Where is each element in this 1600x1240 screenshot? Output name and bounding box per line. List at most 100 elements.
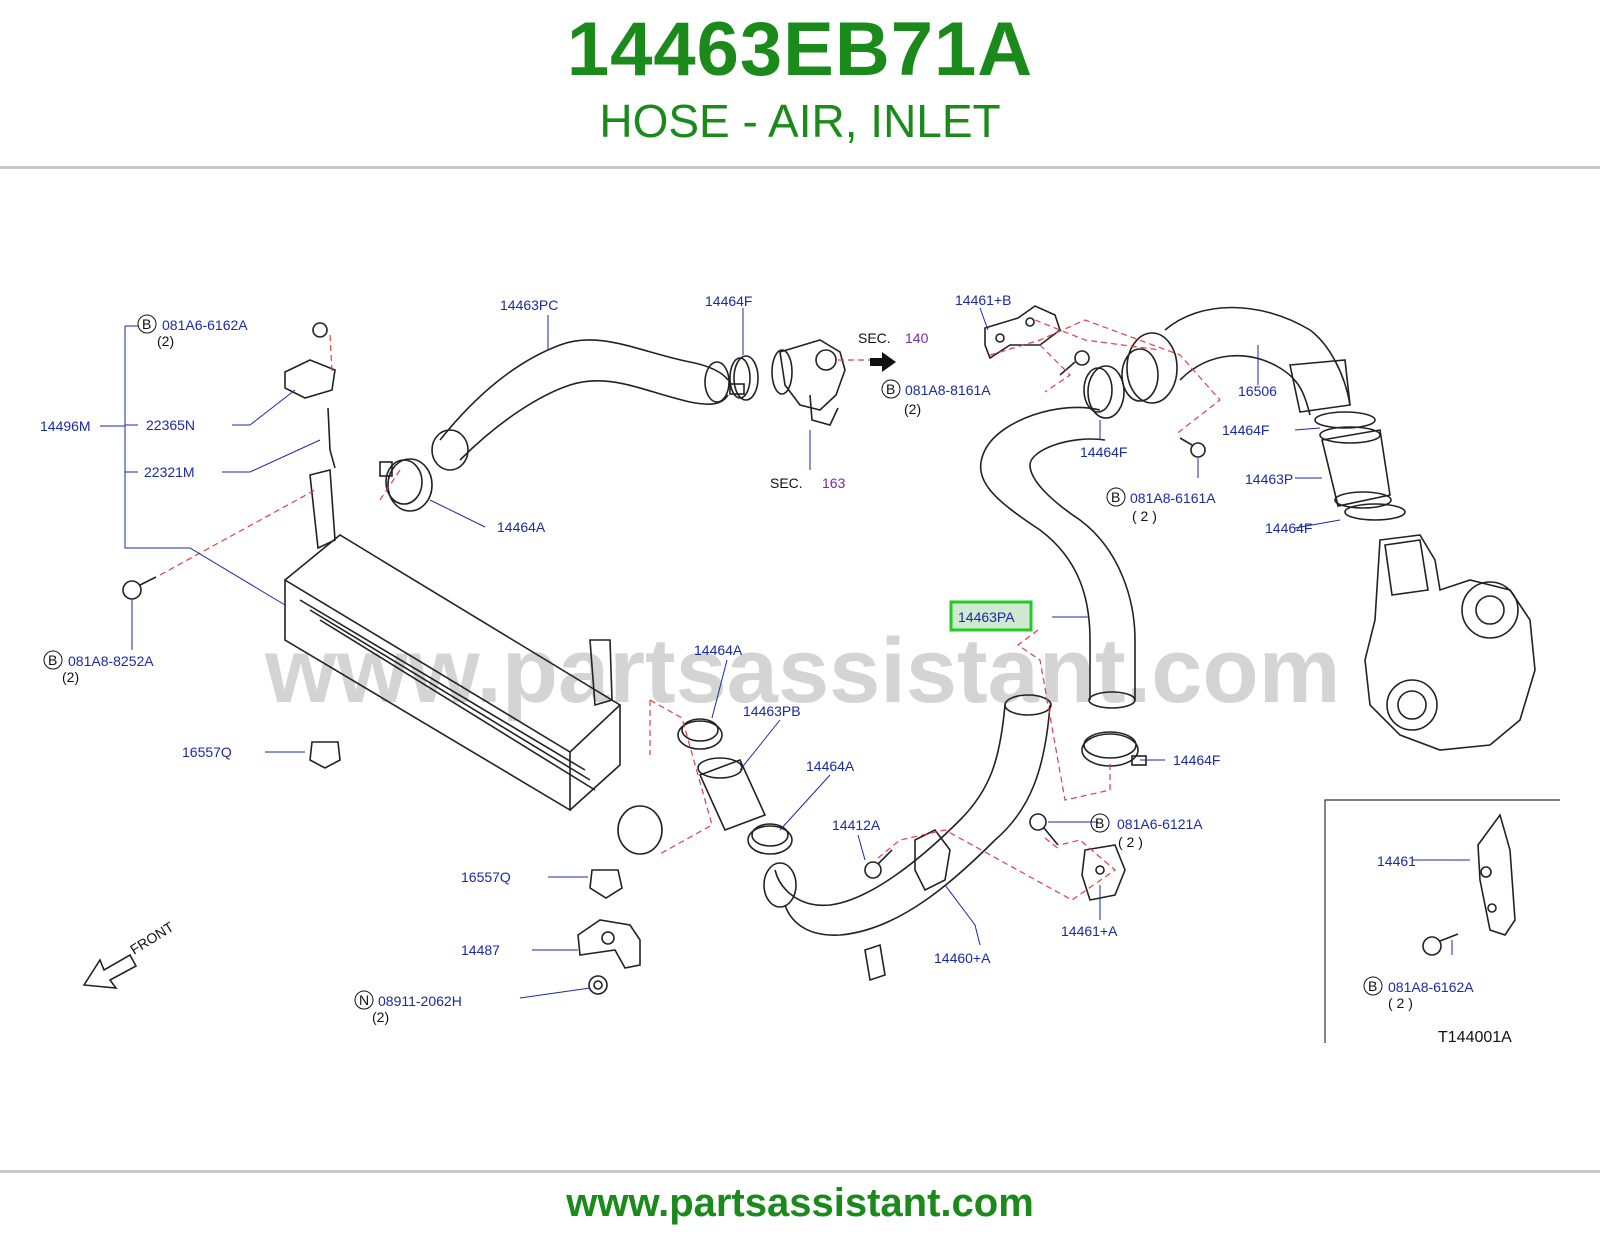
qty-8161A: (2)	[904, 401, 921, 417]
leader-lines	[100, 307, 1470, 999]
page-header: 14463EB71A HOSE - AIR, INLET	[0, 0, 1600, 168]
marker-n: N	[359, 992, 369, 1008]
label-081A8-6161A: 081A8-6161A	[1130, 490, 1216, 506]
label-14461A[interactable]: 14461+A	[1061, 923, 1118, 939]
assembly-lines	[159, 319, 1221, 901]
label-sec140-num[interactable]: 140	[905, 330, 929, 346]
label-14463PC[interactable]: 14463PC	[500, 297, 558, 313]
label-081A6-6121A: 081A6-6121A	[1117, 816, 1203, 832]
front-arrow	[82, 953, 138, 989]
label-14487[interactable]: 14487	[461, 942, 500, 958]
label-14463PA: 14463PA	[958, 609, 1015, 625]
grommet-16557Q-left[interactable]	[309, 741, 341, 769]
turbocharger[interactable]	[1364, 534, 1536, 751]
inset-bolt[interactable]	[1422, 933, 1459, 956]
label-sec140-prefix: SEC.	[858, 330, 891, 346]
part-number: 14463EB71A	[566, 7, 1034, 92]
label-14464F-top[interactable]: 14464F	[705, 293, 752, 309]
callout-14463PA-highlighted[interactable]: 14463PA	[949, 600, 1033, 632]
qty-inset: ( 2 )	[1388, 995, 1413, 1011]
hose-14463PA[interactable]	[979, 406, 1136, 709]
qty-6162A: (2)	[157, 333, 174, 349]
clamp-14464F-mid[interactable]	[1083, 365, 1125, 419]
bracket-14461A[interactable]	[1081, 844, 1126, 901]
header-divider	[0, 166, 1600, 169]
figure-code: T144001A	[1438, 1029, 1512, 1046]
label-14464F-right1[interactable]: 14464F	[1222, 422, 1269, 438]
bolt-081A8-6161A[interactable]	[1179, 437, 1206, 458]
label-14412A[interactable]: 14412A	[832, 817, 881, 833]
marker-b: B	[1368, 978, 1377, 994]
qty-2062H: (2)	[372, 1009, 389, 1025]
callout-08911-2062H[interactable]: N 08911-2062H (2)	[354, 990, 462, 1025]
clamp-14464F-right1[interactable]	[1314, 411, 1376, 429]
callout-081A6-6121A[interactable]: B 081A6-6121A ( 2 )	[1090, 813, 1203, 850]
label-front: FRONT	[127, 918, 177, 957]
callout-081A8-8161A[interactable]: B 081A8-8161A (2)	[881, 379, 991, 417]
marker-b: B	[1095, 815, 1104, 831]
clamp-14464F-right2[interactable]	[1344, 503, 1406, 521]
arrow-sec140	[870, 352, 896, 372]
hose-14463PC[interactable]	[431, 339, 730, 471]
label-081A8-8252A: 081A8-8252A	[68, 653, 154, 669]
part-description: HOSE - AIR, INLET	[599, 95, 1001, 147]
label-22321M[interactable]: 22321M	[144, 464, 195, 480]
label-08911-2062H: 08911-2062H	[378, 993, 462, 1009]
qty-6161A: ( 2 )	[1132, 508, 1157, 524]
hose-22321M[interactable]	[327, 407, 336, 469]
grommet-16557Q-mid[interactable]	[589, 869, 623, 899]
intercooler[interactable]	[283, 468, 663, 855]
callout-081A6-6162A[interactable]: B 081A6-6162A (2)	[137, 314, 248, 349]
inlet-pipe-16506[interactable]	[1121, 306, 1351, 416]
label-14464F-low[interactable]: 14464F	[1173, 752, 1220, 768]
bracket-14487[interactable]	[577, 919, 641, 969]
clamp-14464A-mid[interactable]	[677, 718, 723, 750]
bolt-14412A[interactable]	[864, 849, 893, 879]
label-14464F-mid[interactable]: 14464F	[1080, 444, 1127, 460]
pipe-14460A[interactable]	[763, 694, 1052, 982]
bolt-081A8-8252A[interactable]	[122, 576, 157, 600]
clamp-14464A-low[interactable]	[747, 823, 793, 855]
label-16506[interactable]: 16506	[1238, 383, 1277, 399]
bolt-081A6-6121A[interactable]	[1029, 813, 1059, 846]
clamp-14464F-top[interactable]	[729, 355, 759, 401]
label-14464A-top[interactable]: 14464A	[497, 519, 546, 535]
label-14461B[interactable]: 14461+B	[955, 292, 1011, 308]
label-16557Q-mid[interactable]: 16557Q	[461, 869, 511, 885]
qty-6121A: ( 2 )	[1118, 834, 1143, 850]
label-14463P[interactable]: 14463P	[1245, 471, 1293, 487]
outlet-sec140[interactable]	[771, 339, 846, 426]
callout-081A8-8252A[interactable]: B 081A8-8252A (2)	[43, 650, 154, 685]
footer-divider	[0, 1170, 1600, 1173]
label-22365N[interactable]: 22365N	[146, 417, 195, 433]
marker-b: B	[886, 381, 895, 397]
label-14464A-low[interactable]: 14464A	[806, 758, 855, 774]
watermark: www.partsassistant.com	[264, 620, 1340, 722]
label-inset-081A8-6162A: 081A8-6162A	[1388, 979, 1474, 995]
callout-inset-081A8-6162A[interactable]: B 081A8-6162A ( 2 )	[1363, 976, 1474, 1011]
label-14460A[interactable]: 14460+A	[934, 950, 991, 966]
hose-14463P[interactable]	[1319, 426, 1392, 509]
label-14464A-mid[interactable]: 14464A	[694, 642, 743, 658]
clamp-14464A-top[interactable]	[379, 458, 433, 512]
bracket-14461B[interactable]	[984, 305, 1061, 360]
label-081A8-8161A: 081A8-8161A	[905, 382, 991, 398]
label-081A6-6162A: 081A6-6162A	[162, 317, 248, 333]
qty-8252A: (2)	[62, 669, 79, 685]
hose-14463PB[interactable]	[697, 757, 767, 832]
footer-url[interactable]: www.partsassistant.com	[566, 1181, 1034, 1225]
label-sec163-num[interactable]: 163	[822, 475, 846, 491]
label-14463PB[interactable]: 14463PB	[743, 703, 801, 719]
marker-b: B	[48, 652, 57, 668]
label-14496M[interactable]: 14496M	[40, 418, 91, 434]
clamp-14464F-low[interactable]	[1081, 731, 1147, 767]
label-inset-14461[interactable]: 14461	[1377, 853, 1416, 869]
label-14464F-right2[interactable]: 14464F	[1265, 520, 1312, 536]
label-16557Q-left[interactable]: 16557Q	[182, 744, 232, 760]
bolt-081A8-8161A[interactable]	[1059, 350, 1090, 376]
nut-08911-2062H[interactable]	[588, 975, 608, 995]
label-sec163-prefix: SEC.	[770, 475, 803, 491]
sensor-22365N[interactable]	[284, 322, 336, 399]
callout-081A8-6161A[interactable]: B 081A8-6161A ( 2 )	[1106, 487, 1216, 524]
